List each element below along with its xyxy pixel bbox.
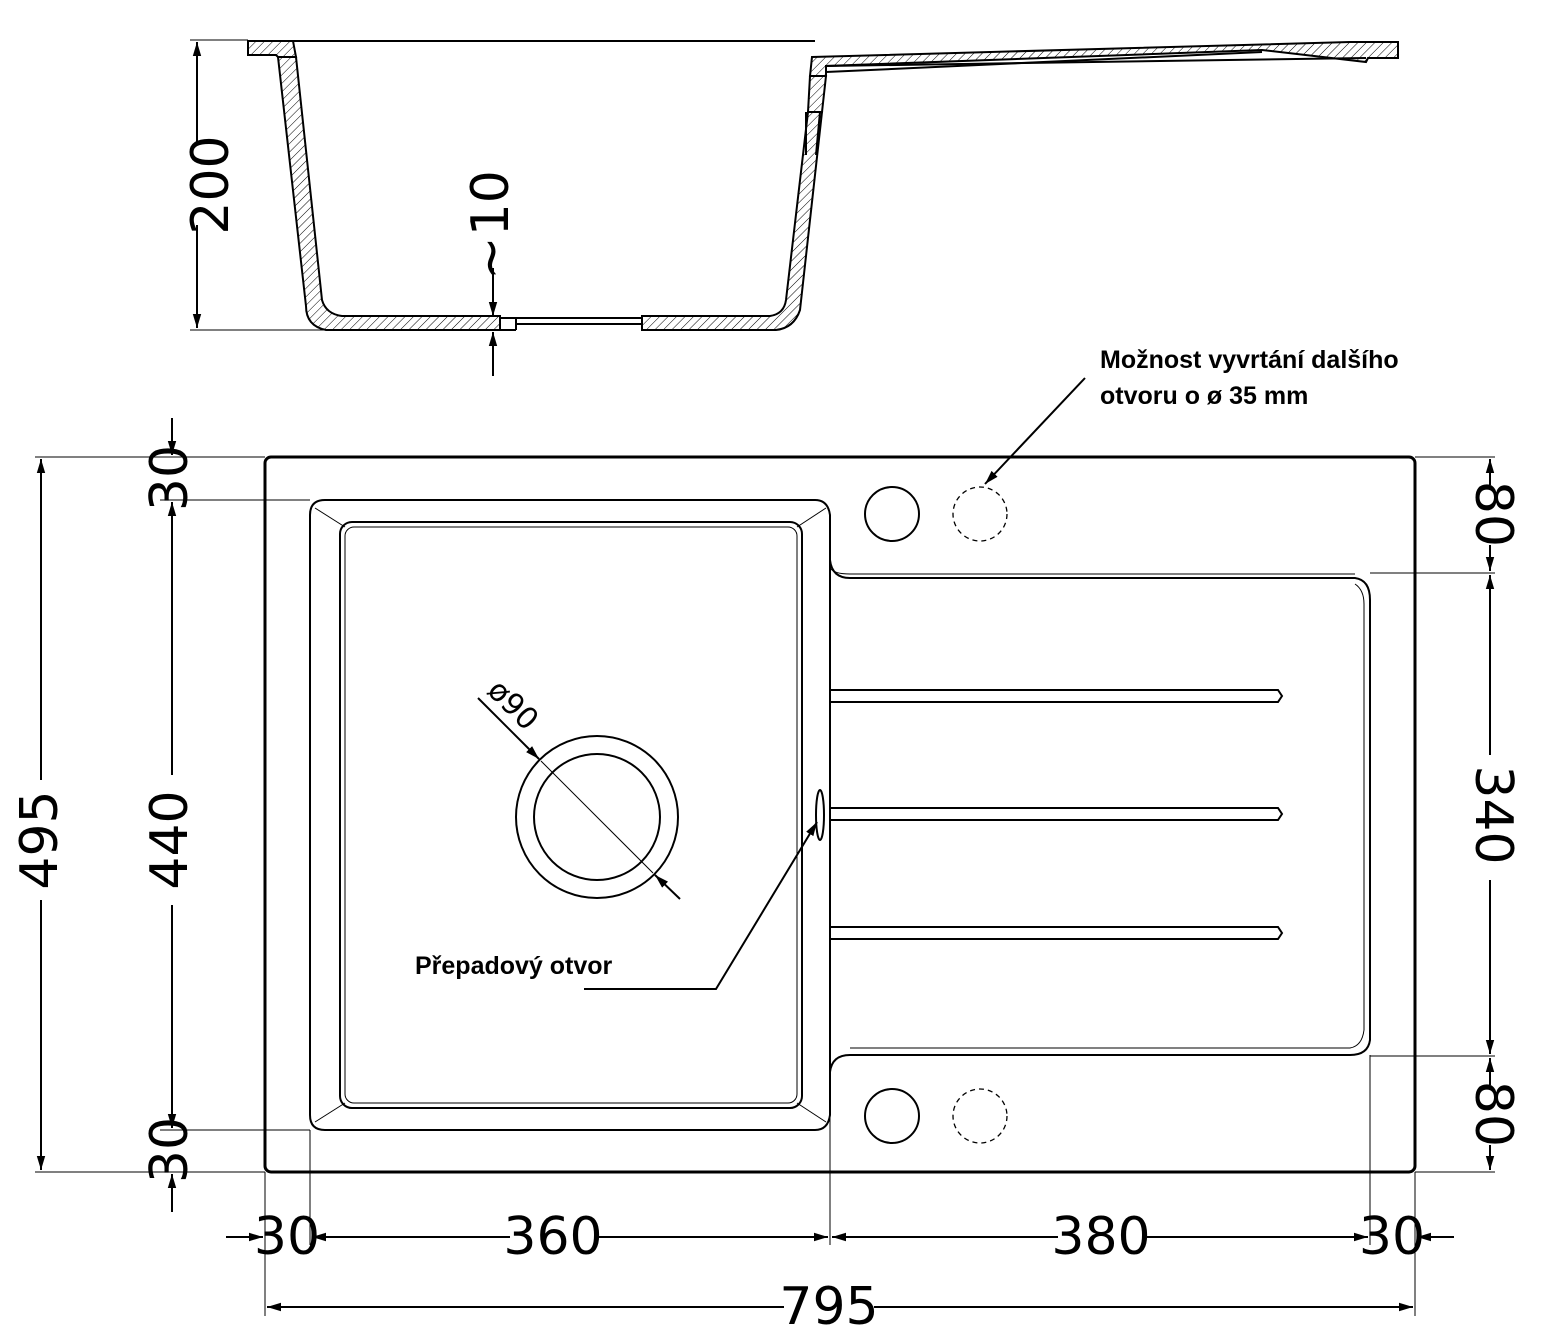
overflow-leader [584,821,818,990]
drainer-top-label: 80 [1463,481,1523,547]
overall-depth-label: 495 [10,790,70,889]
extra-hole-note-line2: otvoru o ø 35 mm [1100,382,1308,410]
overall-width-label: 795 [779,1277,878,1337]
drainer-groove-3 [830,926,1284,940]
drain-diameter-label: ø90 [480,673,545,738]
optional-hole-bottom [952,1088,1008,1144]
section-drainer-flange [808,41,1399,77]
drain-outer-ring [515,735,679,899]
thickness-dim-label: ~10 [461,170,521,280]
tap-hole-top [864,486,920,542]
extra-hole-leader [984,377,1086,485]
extra-hole-note-line1: Možnost vyvrtání dalšího [1100,346,1399,374]
drainer-bottom-label: 80 [1463,1081,1523,1147]
optional-hole-top [952,486,1008,542]
bowl-width-label: 360 [503,1207,602,1267]
drainer-groove-2 [830,807,1284,821]
right-rim-label: 30 [1359,1207,1425,1267]
drainer-outline [829,559,1371,1073]
section-bowl-right-wall [641,111,824,331]
height-dim-label: 200 [181,135,241,234]
drain-inner-ring [533,753,661,881]
bottom-rim-label: 30 [140,1117,200,1183]
overflow-note: Přepadový otvor [415,952,613,980]
section-view: 200 ~10 [175,39,1399,376]
tap-hole-bottom [864,1088,920,1144]
drainer-groove-1 [830,689,1284,703]
drainer-width-label: 380 [1051,1207,1150,1267]
top-rim-label: 30 [140,445,200,511]
drainer-depth-label: 340 [1463,765,1523,864]
bowl-inner [339,521,803,1109]
section-bowl-left-wall [276,56,501,331]
left-rim-label: 30 [254,1207,320,1267]
plan-view: ø90 Možnost vyvrtání dalšího otvoru o ø … [10,335,1523,1337]
sink-outline [263,455,1417,1174]
overflow-slot [815,789,825,841]
section-left-flange [247,40,298,58]
section-wall-upper [806,75,828,113]
bowl-outer [309,499,831,1131]
bowl-depth-label: 440 [140,790,200,889]
